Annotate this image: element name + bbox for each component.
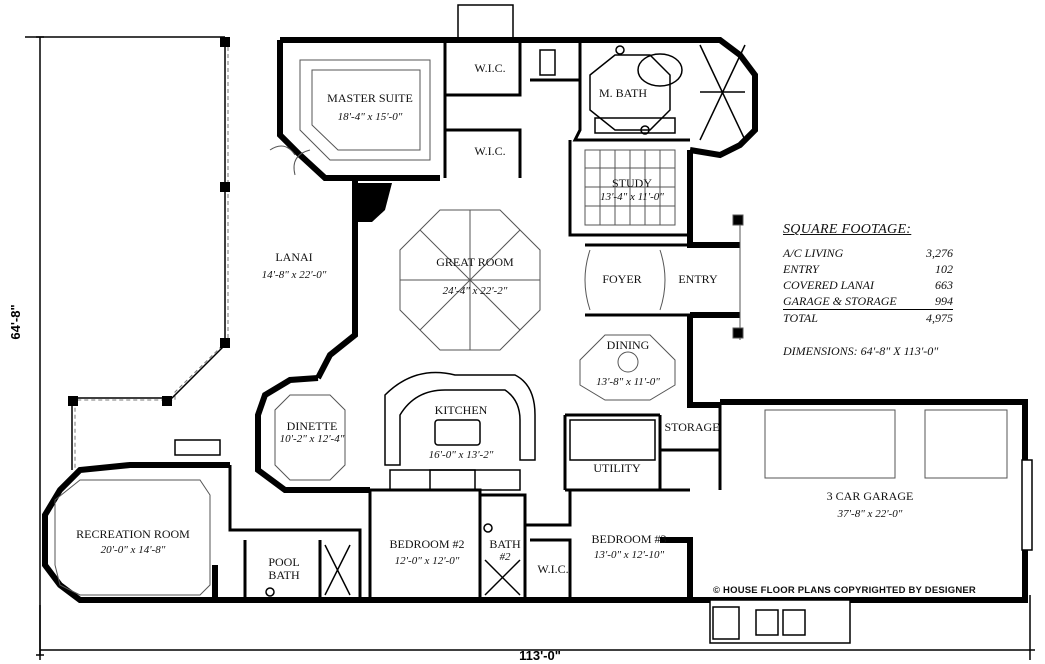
dim-great-room: 24'-4" x 22'-2"	[443, 285, 508, 297]
label-recreation: RECREATION ROOM	[76, 527, 190, 541]
dim-bedroom2: 12'-0" x 12'-0"	[395, 555, 460, 567]
sqft-label: A/C LIVING	[783, 246, 844, 260]
lanai-outline	[68, 37, 230, 470]
dimensions-summary: DIMENSIONS: 64'-8" X 113'-0"	[783, 344, 939, 358]
dim-master-suite: 18'-4" x 15'-0"	[338, 111, 403, 123]
label-bedroom3: BEDROOM #3	[591, 532, 666, 546]
great-room-octagon	[399, 209, 541, 351]
label-dinette: DINETTE	[287, 419, 338, 433]
master-tray-ceiling	[299, 59, 431, 161]
label-kitchen: KITCHEN	[435, 403, 488, 417]
label-pool-bath-2: BATH	[268, 568, 300, 582]
room-labels: MASTER SUITE 18'-4" x 15'-0" W.I.C. W.I.…	[76, 61, 913, 582]
sqft-label: TOTAL	[783, 311, 818, 325]
label-bath2-2: #2	[500, 551, 512, 563]
square-footage-title: SQUARE FOOTAGE:	[783, 222, 912, 237]
utility-fixtures	[569, 419, 656, 461]
garage-window-bump	[1021, 459, 1033, 551]
study-ceiling	[584, 149, 676, 226]
dim-kitchen: 16'-0" x 13'-2"	[429, 449, 494, 461]
label-master-suite: MASTER SUITE	[327, 91, 413, 105]
sqft-row-total: TOTAL 4,975	[783, 310, 953, 326]
dim-dining: 13'-8" x 11'-0"	[596, 376, 660, 388]
master-bath-bay	[699, 44, 746, 141]
sqft-row: COVERED LANAI 663	[783, 277, 953, 293]
copyright-notice: © HOUSE FLOOR PLANS COPYRIGHTED BY DESIG…	[713, 585, 976, 596]
label-study: STUDY	[612, 176, 652, 190]
sqft-row: ENTRY 102	[783, 261, 953, 277]
recreation-room-ceiling	[54, 479, 211, 596]
sqft-row: A/C LIVING 3,276	[783, 245, 953, 261]
sqft-label: GARAGE & STORAGE	[783, 294, 897, 308]
rear-porch	[709, 599, 851, 644]
overall-dimension-lines	[25, 36, 1035, 660]
label-garage: 3 CAR GARAGE	[827, 489, 914, 503]
dim-dinette: 10'-2" x 12'-4"	[280, 433, 345, 445]
label-foyer: FOYER	[602, 272, 641, 286]
sqft-row: GARAGE & STORAGE 994	[783, 293, 953, 310]
label-utility: UTILITY	[593, 461, 641, 475]
label-wic-bottom: W.I.C.	[537, 562, 568, 576]
fireplace	[358, 183, 392, 222]
master-doors	[269, 145, 311, 176]
sqft-label: COVERED LANAI	[783, 278, 874, 292]
dim-bedroom3: 13'-0" x 12'-10"	[594, 549, 665, 561]
sqft-label: ENTRY	[783, 262, 819, 276]
sqft-value: 994	[935, 294, 953, 308]
label-entry: ENTRY	[678, 272, 718, 286]
chimney	[457, 4, 514, 39]
sqft-value: 102	[935, 262, 953, 276]
label-great-room: GREAT ROOM	[436, 255, 514, 269]
foyer-columns	[584, 214, 744, 340]
label-storage: STORAGE	[664, 420, 719, 434]
label-bath2-1: BATH	[489, 537, 521, 551]
dim-lanai: 14'-8" x 22'-0"	[262, 269, 327, 281]
label-m-bath: M. BATH	[599, 86, 647, 100]
bath-fixtures	[174, 439, 521, 597]
kitchen-counters	[384, 371, 536, 491]
label-lanai: LANAI	[275, 250, 312, 264]
dim-recreation: 20'-0" x 14'-8"	[101, 544, 166, 556]
dim-study: 13'-4" x 11'-0"	[600, 191, 664, 203]
label-dining: DINING	[607, 338, 650, 352]
dinette-octagon	[274, 394, 346, 481]
label-wic-top: W.I.C.	[474, 61, 505, 75]
garage-bays	[764, 409, 1008, 479]
sqft-value: 663	[935, 278, 953, 292]
dim-garage: 37'-8" x 22'-0"	[837, 508, 903, 520]
square-footage-table: SQUARE FOOTAGE: A/C LIVING 3,276 ENTRY 1…	[783, 222, 1028, 359]
interior-walls	[228, 40, 722, 600]
dining-octagon	[579, 334, 676, 401]
sqft-value: 3,276	[926, 246, 953, 260]
label-wic-mid: W.I.C.	[474, 144, 505, 158]
overall-width-label: 113'-0"	[519, 648, 561, 663]
label-bedroom2: BEDROOM #2	[389, 537, 464, 551]
label-pool-bath-1: POOL	[268, 555, 299, 569]
master-bath-fixtures	[539, 45, 683, 135]
overall-depth-label: 64'-8"	[8, 304, 23, 339]
sqft-value: 4,975	[926, 311, 953, 325]
